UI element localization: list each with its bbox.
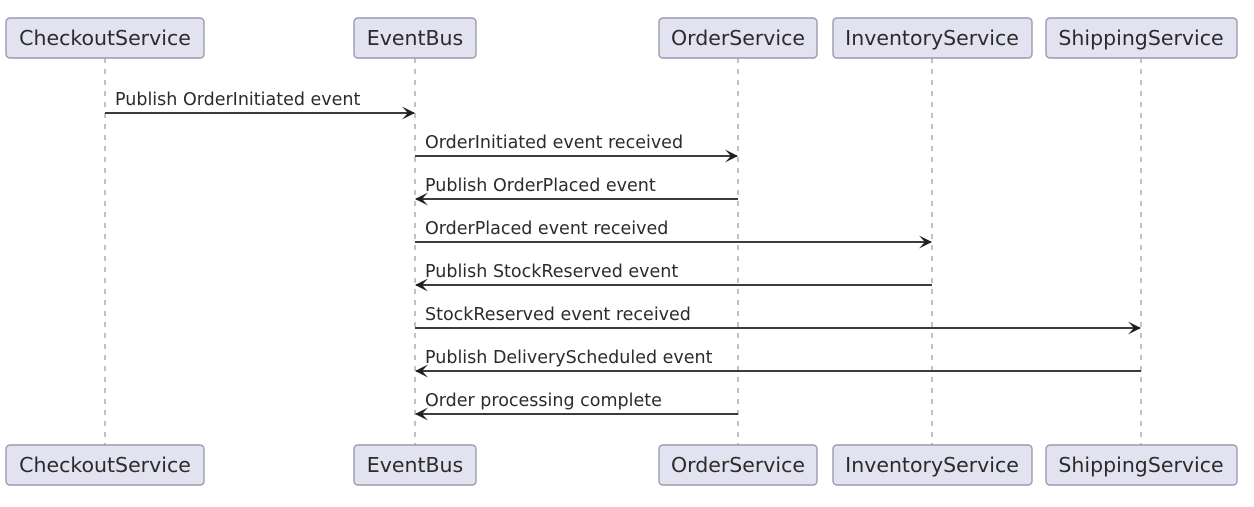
message-label: StockReserved event received — [425, 305, 691, 325]
message-arrowhead — [1128, 321, 1141, 335]
message-label: Publish StockReserved event — [425, 262, 678, 282]
participant-box — [658, 17, 818, 59]
participant-label: OrderService — [671, 26, 805, 50]
message-arrowhead — [415, 407, 428, 421]
message-label: Publish OrderPlaced event — [425, 176, 656, 196]
participant-box — [832, 444, 1033, 486]
message-label: Order processing complete — [425, 391, 662, 411]
participant-label: ShippingService — [1058, 453, 1223, 477]
message-6[interactable]: StockReserved event received — [415, 305, 1141, 335]
message-3[interactable]: Publish OrderPlaced event — [415, 176, 738, 206]
participant-label: OrderService — [671, 453, 805, 477]
participant-header-inventory[interactable]: InventoryService — [832, 17, 1033, 59]
participant-header-eventbus[interactable]: EventBus — [353, 17, 477, 59]
participant-box — [5, 17, 205, 59]
participant-label: ShippingService — [1058, 26, 1223, 50]
message-arrowhead — [415, 364, 428, 378]
participant-header-order[interactable]: OrderService — [658, 17, 818, 59]
message-1[interactable]: Publish OrderInitiated event — [105, 90, 415, 120]
participant-footer-shipping[interactable]: ShippingService — [1045, 444, 1238, 486]
participant-footer-checkout[interactable]: CheckoutService — [5, 444, 205, 486]
participant-box — [353, 17, 477, 59]
participant-box — [1045, 17, 1238, 59]
message-label: OrderPlaced event received — [425, 219, 668, 239]
participant-label: CheckoutService — [19, 26, 191, 50]
message-8[interactable]: Order processing complete — [415, 391, 738, 421]
message-arrowhead — [725, 149, 738, 163]
lifelines-group — [104, 58, 1142, 445]
participant-box — [353, 444, 477, 486]
message-7[interactable]: Publish DeliveryScheduled event — [415, 348, 1141, 378]
message-label: Publish OrderInitiated event — [115, 90, 361, 110]
participant-box — [5, 444, 205, 486]
participant-label: InventoryService — [845, 453, 1019, 477]
participant-footer-order[interactable]: OrderService — [658, 444, 818, 486]
message-label: OrderInitiated event received — [425, 133, 683, 153]
participant-footer-inventory[interactable]: InventoryService — [832, 444, 1033, 486]
participant-box — [658, 444, 818, 486]
message-5[interactable]: Publish StockReserved event — [415, 262, 932, 292]
message-arrowhead — [919, 235, 932, 249]
participant-footer-eventbus[interactable]: EventBus — [353, 444, 477, 486]
participant-box — [832, 17, 1033, 59]
message-label: Publish DeliveryScheduled event — [425, 348, 713, 368]
message-arrowhead — [415, 278, 428, 292]
participant-label: EventBus — [367, 26, 463, 50]
participant-label: EventBus — [367, 453, 463, 477]
message-2[interactable]: OrderInitiated event received — [415, 133, 738, 163]
message-arrowhead — [402, 106, 415, 120]
participant-label: CheckoutService — [19, 453, 191, 477]
message-arrowhead — [415, 192, 428, 206]
messages-group: Publish OrderInitiated eventOrderInitiat… — [105, 90, 1141, 421]
participant-header-shipping[interactable]: ShippingService — [1045, 17, 1238, 59]
message-4[interactable]: OrderPlaced event received — [415, 219, 932, 249]
participant-label: InventoryService — [845, 26, 1019, 50]
participant-header-boxes: CheckoutService EventBus OrderService Inven… — [5, 17, 1238, 59]
participant-header-checkout[interactable]: CheckoutService — [5, 17, 205, 59]
participant-footer-boxes: CheckoutService EventBus OrderService Inven… — [5, 444, 1238, 486]
participant-box — [1045, 444, 1238, 486]
